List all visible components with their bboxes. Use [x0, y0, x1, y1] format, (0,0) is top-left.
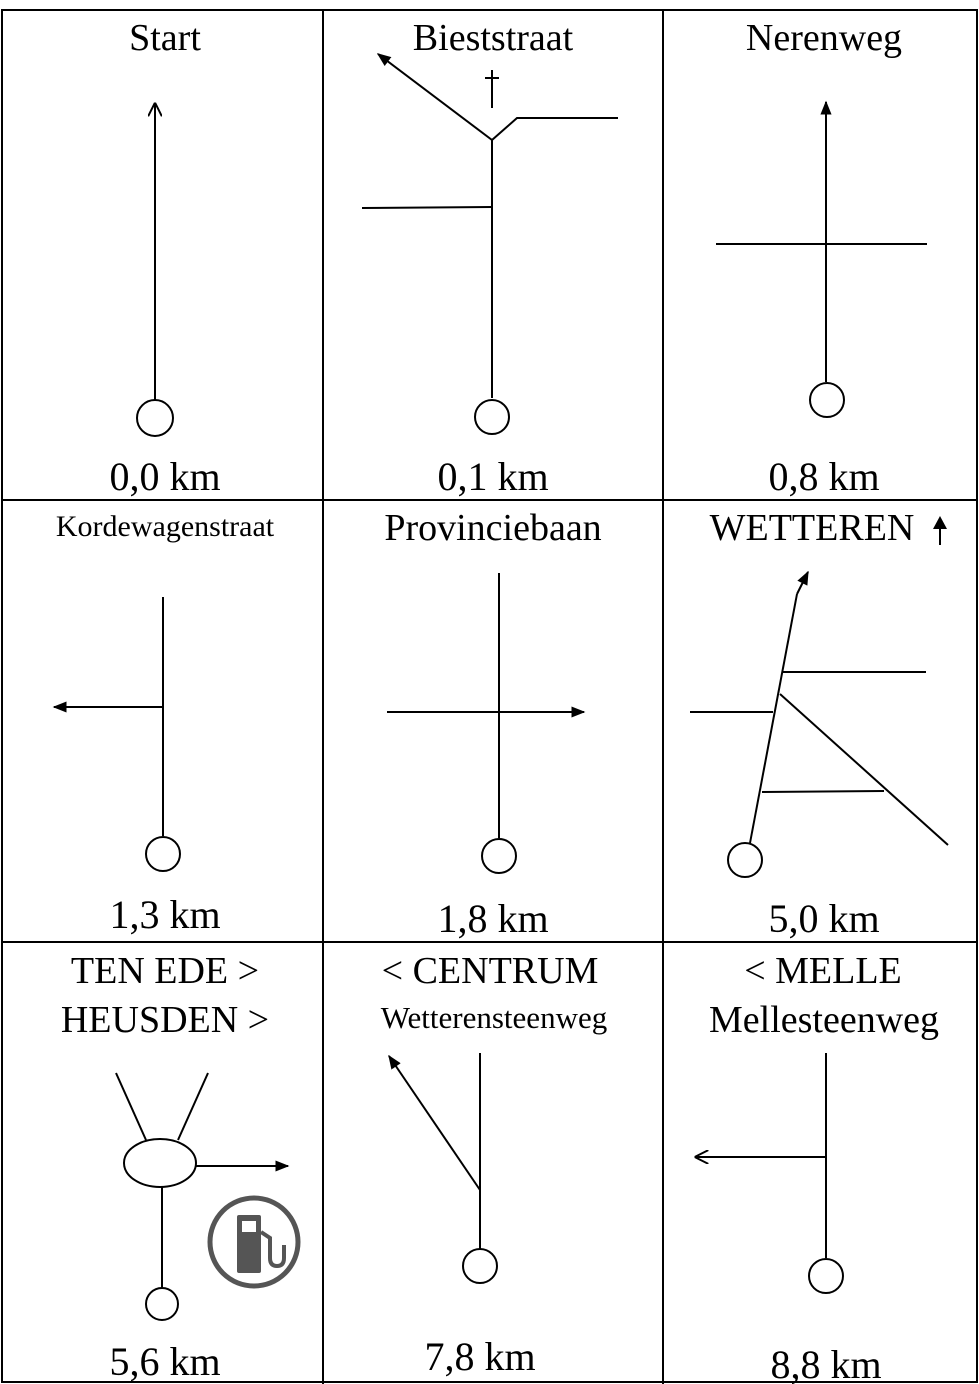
route-diagram [115, 1072, 290, 1321]
cell-title-line2: Wetterensteenweg [381, 1000, 607, 1035]
start-circle [145, 836, 181, 872]
start-circle [809, 382, 845, 418]
start-circle [462, 1248, 498, 1284]
distance-label: 0,0 km [109, 454, 220, 499]
cell-ten-ede-heusden: TEN EDE > HEUSDEN > 5,6 km [61, 950, 301, 1384]
distance-label: 1,8 km [437, 896, 548, 941]
cell-title-line1: < MELLE [744, 950, 902, 992]
start-circle [145, 1287, 179, 1321]
cell-wetteren: WETTEREN 5,0 km [690, 507, 949, 941]
start-circle [727, 842, 763, 878]
cell-title: Nerenweg [746, 17, 902, 59]
distance-label: 5,0 km [768, 896, 879, 941]
start-circle [808, 1258, 844, 1294]
route-diagram [136, 104, 174, 437]
cell-title: Bieststraat [413, 17, 574, 59]
church-cross-icon [485, 70, 499, 108]
route-diagram [52, 597, 181, 872]
roundabout [123, 1138, 197, 1188]
cell-kordewagenstraat: Kordewagenstraat 1,3 km [52, 510, 275, 937]
route-diagram [696, 1053, 844, 1294]
cell-start: Start 0,0 km [109, 17, 220, 499]
distance-label: 1,3 km [109, 892, 220, 937]
cell-centrum: < CENTRUM Wetterensteenweg 7,8 km [381, 950, 607, 1379]
cell-title: Start [129, 17, 201, 59]
cell-title: Kordewagenstraat [56, 510, 275, 543]
distance-label: 0,8 km [768, 454, 879, 499]
route-diagram [387, 573, 586, 874]
route-diagram [716, 100, 927, 418]
cell-title-line1: TEN EDE > [71, 950, 259, 992]
route-diagram [361, 53, 618, 435]
cell-title-line2: HEUSDEN > [61, 999, 269, 1041]
cell-title: WETTEREN [710, 507, 915, 549]
distance-label: 7,8 km [424, 1334, 535, 1379]
cell-provinciebaan: Provinciebaan 1,8 km [384, 507, 601, 941]
start-circle [474, 399, 510, 435]
start-circle [136, 399, 174, 437]
route-diagram [388, 1053, 498, 1284]
cell-nerenweg: Nerenweg 0,8 km [716, 17, 927, 499]
grid-lines [1, 9, 978, 1384]
start-circle [481, 838, 517, 874]
cell-melle: < MELLE Mellesteenweg 8,8 km [696, 950, 939, 1384]
fuel-station-icon [207, 1195, 301, 1289]
distance-label: 8,8 km [770, 1342, 881, 1384]
cell-title: Provinciebaan [384, 507, 601, 549]
cell-title-line2: Mellesteenweg [709, 999, 939, 1041]
distance-label: 0,1 km [437, 454, 548, 499]
distance-label: 5,6 km [109, 1339, 220, 1384]
route-diagram [690, 570, 949, 878]
up-arrow-icon [933, 516, 947, 545]
cell-bieststraat: Bieststraat 0,1 km [361, 17, 618, 499]
cell-title-line1: < CENTRUM [382, 950, 599, 992]
